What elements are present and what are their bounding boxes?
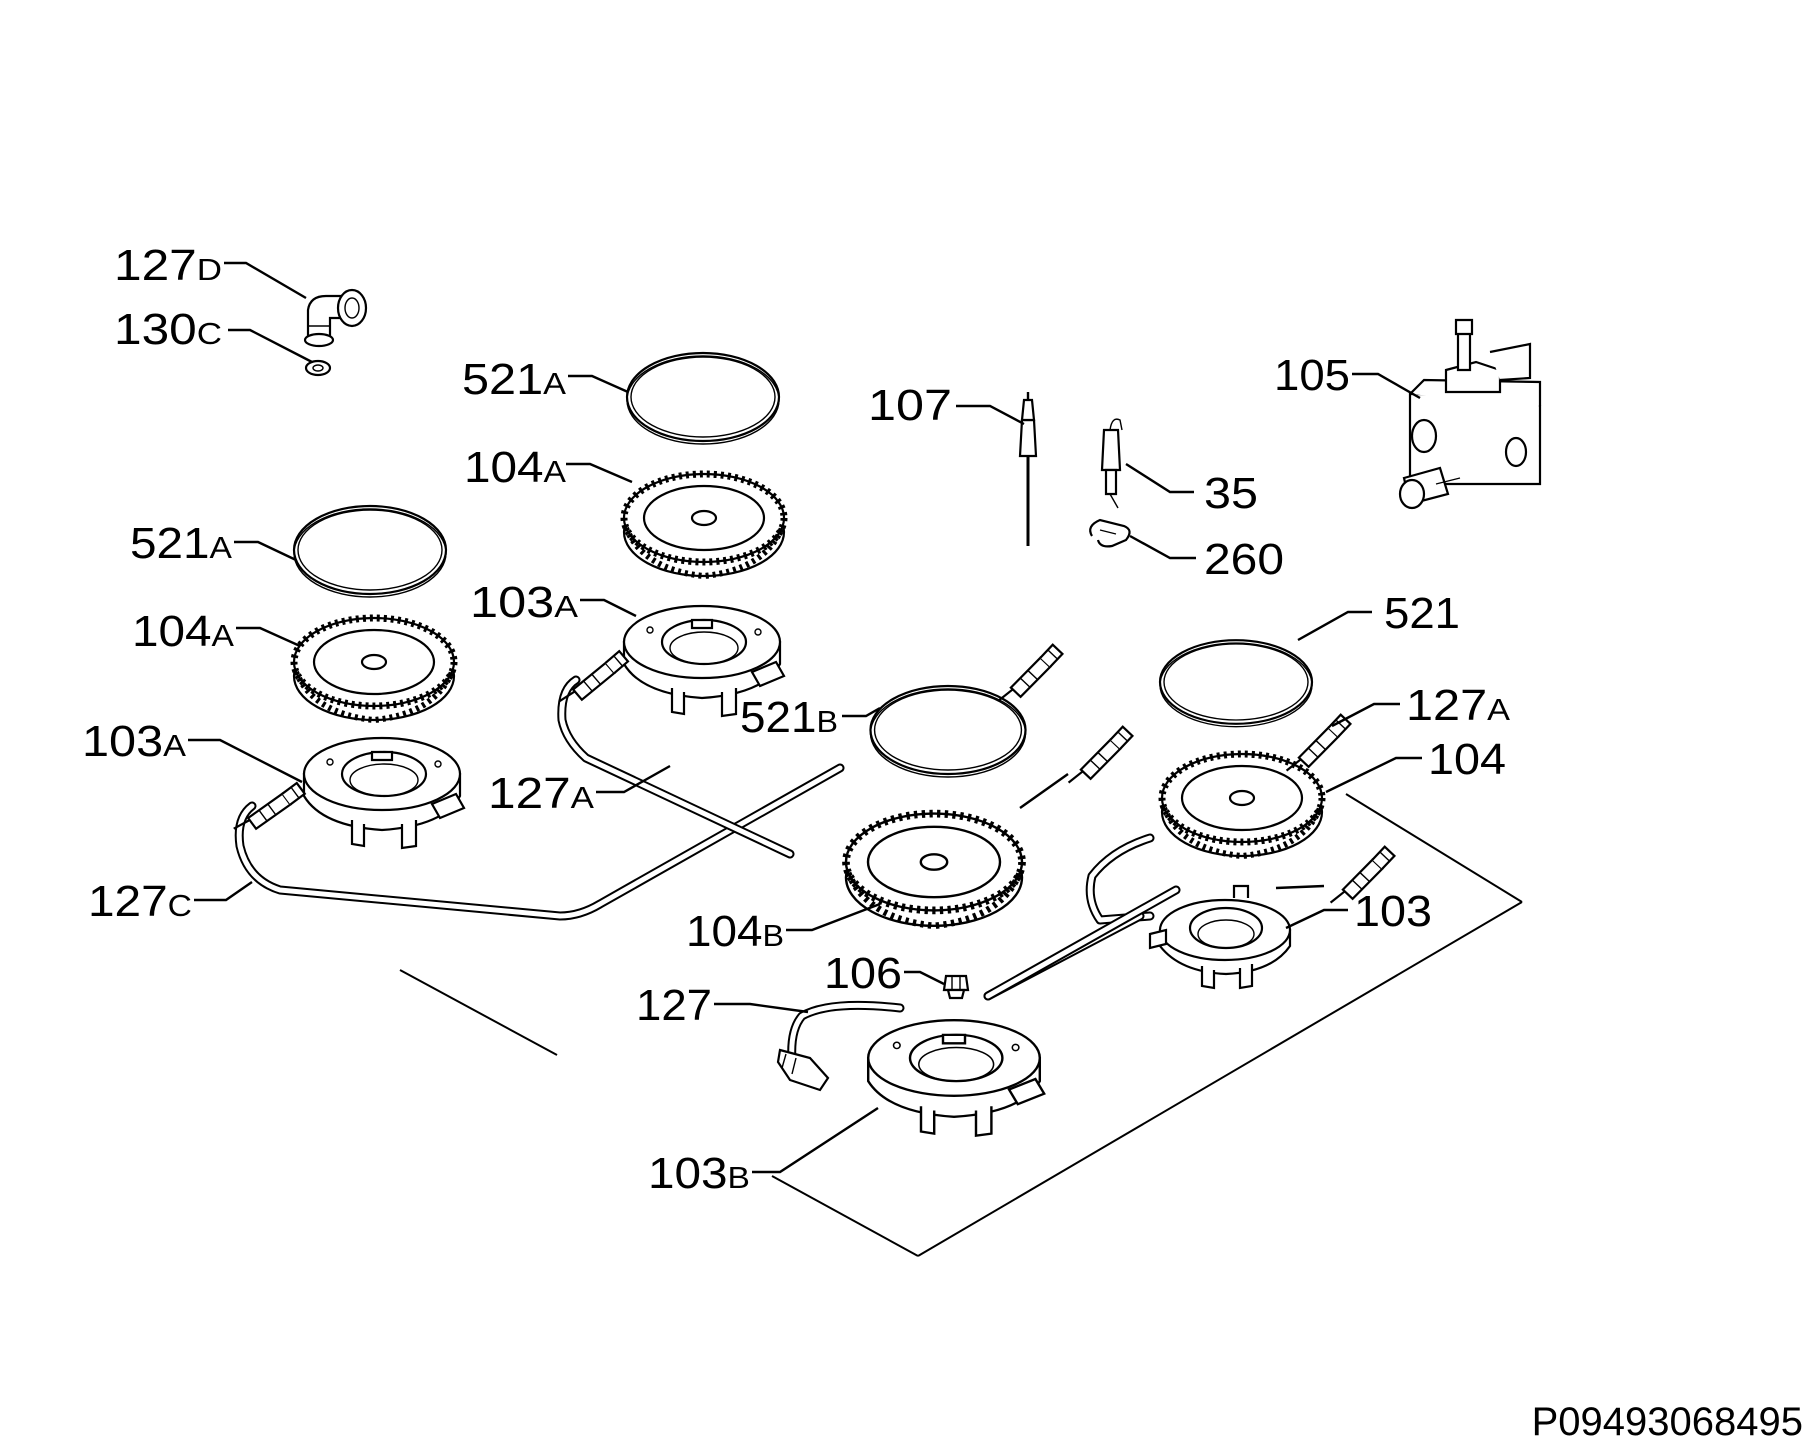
- label-35: 35: [1204, 469, 1258, 518]
- gas-valve-105: [1398, 318, 1542, 510]
- burner-cap-521a-left: [292, 504, 448, 599]
- burner-base-103: [1148, 884, 1292, 990]
- gas-pipe-127: [776, 1000, 905, 1092]
- flame-ring-104a-top: [624, 474, 784, 576]
- flame-ring-104b: [846, 814, 1022, 926]
- spark-electrode-35: [1100, 418, 1123, 509]
- elbow-fitting-127d: [303, 288, 368, 348]
- leader-lines: [188, 261, 1422, 1174]
- label-103: 103: [1354, 887, 1432, 936]
- flame-ring-104a-left: [294, 618, 454, 720]
- pipe-to-103b: [983, 885, 1181, 1001]
- burner-cap-521a-top: [625, 351, 781, 446]
- thermocouple-107: [1018, 392, 1038, 546]
- burner-base-103b: [866, 1018, 1046, 1137]
- hob-frame-lines: [399, 793, 1523, 1257]
- label-260: 260: [1204, 535, 1284, 584]
- label-107: 107: [868, 381, 952, 430]
- flame-ring-104: [1162, 754, 1322, 856]
- connector-center-lower: [1019, 723, 1143, 809]
- burner-base-103a-left: [226, 736, 466, 850]
- burner-cap-521: [1158, 639, 1314, 728]
- label-521: 521: [1384, 589, 1460, 638]
- gas-pipe-127a-mid: [557, 675, 795, 859]
- label-106: 106: [824, 949, 902, 998]
- label-104: 104: [1428, 735, 1506, 784]
- label-104b: 104B: [686, 907, 784, 956]
- connector-103-right: [1275, 843, 1405, 908]
- connector-center-upper: [985, 641, 1073, 706]
- injector-106: [942, 974, 970, 1000]
- washer-130c: [304, 359, 332, 377]
- label-521b: 521B: [740, 693, 838, 742]
- burner-cap-521b: [869, 684, 1027, 779]
- clip-260: [1089, 518, 1131, 548]
- label-127: 127: [636, 981, 712, 1030]
- label-105: 105: [1274, 351, 1350, 400]
- drawing-code: P09493068495: [1531, 1400, 1803, 1444]
